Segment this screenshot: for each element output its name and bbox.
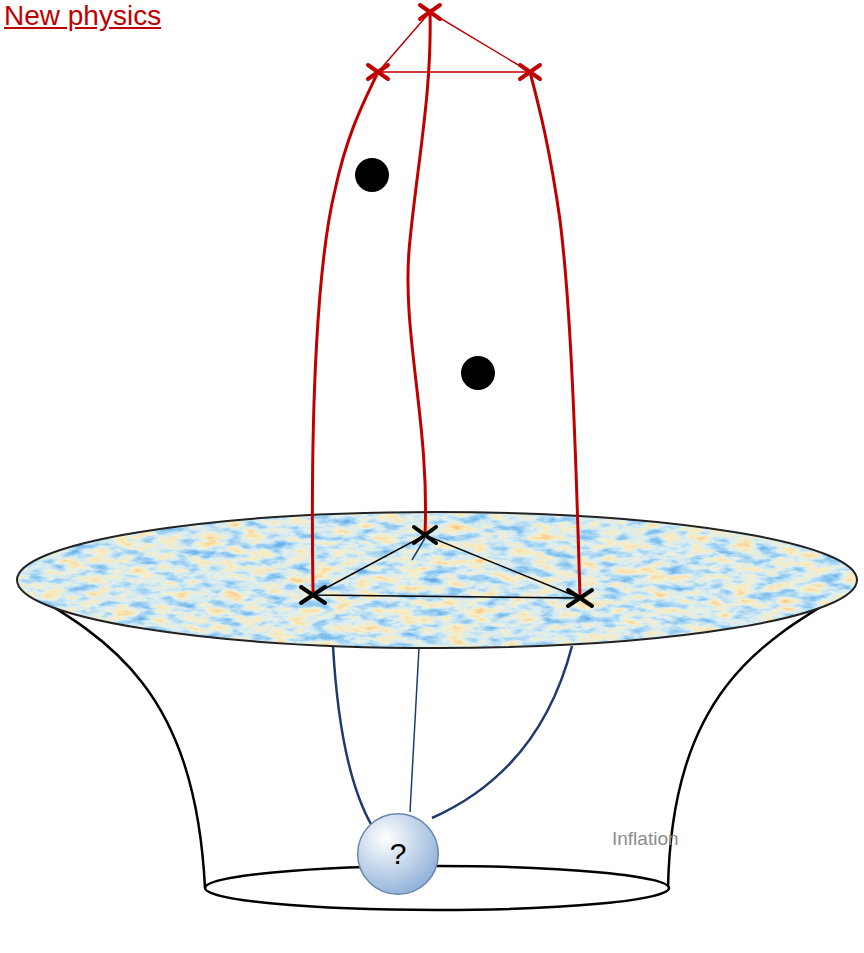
cross-marks bbox=[301, 527, 592, 606]
red-line bbox=[312, 72, 378, 592]
black-dot bbox=[355, 158, 389, 192]
cmb-map bbox=[15, 510, 860, 650]
title: New physics bbox=[4, 0, 161, 32]
node-text: ? bbox=[390, 837, 407, 871]
region-label: Inflation bbox=[612, 828, 679, 850]
cross-marks bbox=[368, 5, 540, 79]
triangle bbox=[313, 535, 580, 598]
funnel-base bbox=[205, 866, 669, 910]
map-rim bbox=[17, 512, 857, 648]
triangle bbox=[378, 12, 530, 72]
blue-line bbox=[432, 646, 572, 818]
unknown-circle: ? bbox=[356, 812, 440, 896]
red-line bbox=[408, 12, 430, 535]
blue-line bbox=[333, 646, 372, 826]
red-line bbox=[530, 72, 580, 598]
black-dot bbox=[461, 356, 495, 390]
